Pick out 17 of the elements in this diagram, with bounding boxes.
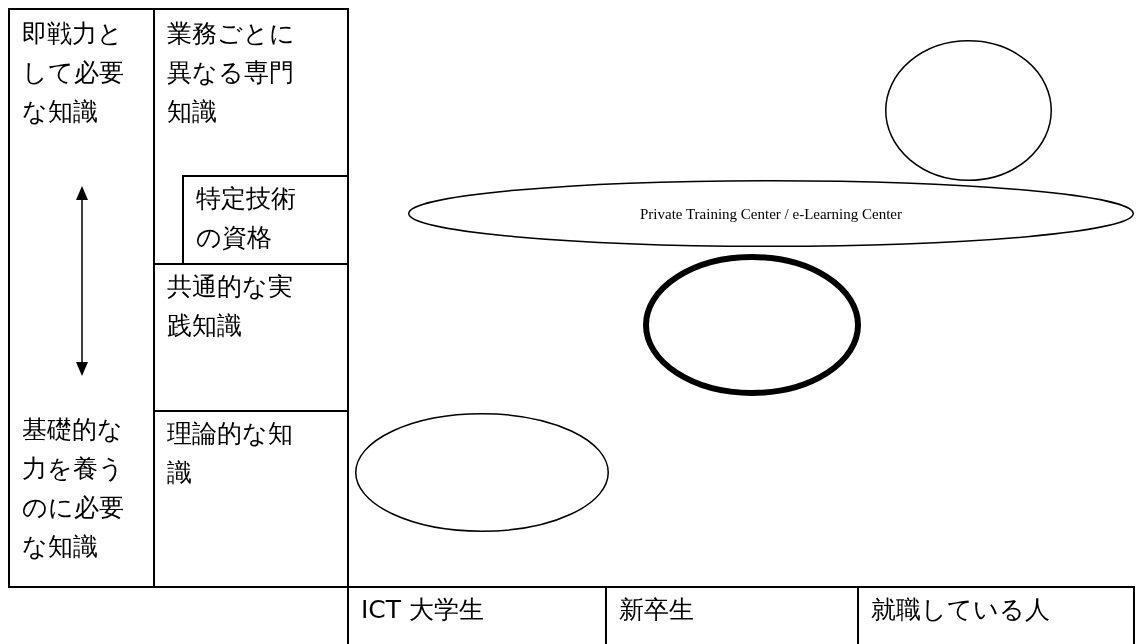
ellipse-label: Private Training Center / e-Learning Center [639,205,903,222]
cell-text: 就職している人 [871,594,1051,626]
cell-text: 共通的な実践知識 [167,271,294,342]
table-cell [8,8,155,588]
cell-text: 基礎的な力を養うのに必要な知識 [22,414,125,563]
cell-text: 新卒生 [619,594,695,626]
cell-text: 理論的な知識 [167,418,294,489]
ellipse [355,413,609,532]
cell-text: ICT 大学生 [361,594,486,626]
cell-text: 特定技術の資格 [196,183,297,254]
cell-text: 業務ごとに異なる専門知識 [167,18,296,128]
ellipse [408,180,1134,247]
table-cell [153,8,349,265]
ellipse [643,254,861,396]
ellipse [885,40,1052,181]
cell-text: 即戦力として必要な知識 [22,18,125,128]
table-cell [182,175,349,265]
